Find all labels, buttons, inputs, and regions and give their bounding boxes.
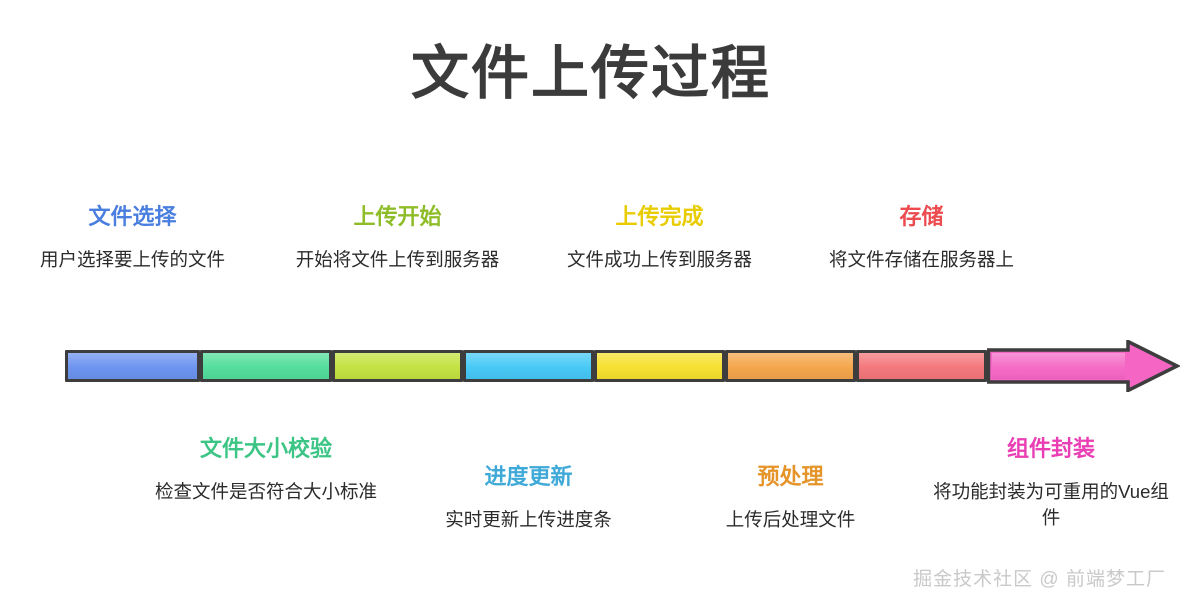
step-title-5: 上传完成 [615,204,704,229]
timeline-segment-1 [65,350,200,382]
step-title-7: 存储 [899,204,944,229]
step-description-6: 上传后处理文件 [725,508,856,530]
timeline-segment-3 [332,350,463,382]
step-description-3: 开始将文件上传到服务器 [295,248,500,270]
timeline-arrow-head [987,340,1180,392]
segment-gloss [203,353,329,379]
timeline-step-2: 文件大小校验检查文件是否符合大小标准 [146,435,386,505]
timeline-step-5: 上传完成文件成功上传到服务器 [540,203,780,273]
step-description-1: 用户选择要上传的文件 [39,248,225,270]
timeline-segment-4 [463,350,594,382]
step-title-3: 上传开始 [353,204,442,229]
step-title-2: 文件大小校验 [199,436,332,461]
step-title-1: 文件选择 [88,204,177,229]
step-description-4: 实时更新上传进度条 [445,508,612,530]
segment-gloss [466,353,591,379]
segment-gloss [335,353,460,379]
timeline-step-7: 存储将文件存储在服务器上 [802,203,1042,273]
timeline-step-4: 进度更新实时更新上传进度条 [409,463,649,533]
segment-gloss [597,353,722,379]
timeline-step-6: 预处理上传后处理文件 [671,463,911,533]
timeline-segment-6 [725,350,856,382]
timeline-segment-2 [200,350,332,382]
step-description-2: 检查文件是否符合大小标准 [154,480,377,502]
step-description-8: 将功能封装为可重用的Vue组件 [933,480,1169,529]
segment-gloss [68,353,197,379]
timeline-step-3: 上传开始开始将文件上传到服务器 [278,203,518,273]
page-title: 文件上传过程 [410,41,771,106]
timeline-step-8: 组件封装将功能封装为可重用的Vue组件 [931,435,1171,532]
step-description-7: 将文件存储在服务器上 [828,248,1014,270]
timeline-segment-5 [594,350,725,382]
step-title-8: 组件封装 [1006,436,1095,461]
step-title-6: 预处理 [757,464,824,489]
timeline-segment-7 [856,350,987,382]
segment-gloss [859,353,984,379]
watermark: 掘金技术社区 @ 前端梦工厂 [913,569,1166,590]
arrow-track [65,340,1180,392]
segment-gloss [728,353,853,379]
step-title-4: 进度更新 [484,464,573,489]
timeline-step-1: 文件选择用户选择要上传的文件 [13,203,253,273]
step-description-5: 文件成功上传到服务器 [566,248,752,270]
